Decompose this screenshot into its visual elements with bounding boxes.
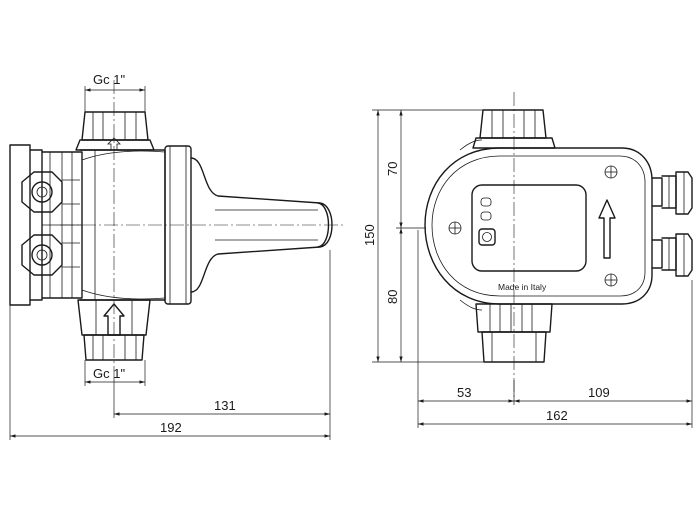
screw-top-left xyxy=(448,221,462,235)
made-in-italy-text: Made in Italy xyxy=(498,282,547,292)
front-top-connector xyxy=(472,109,556,149)
control-panel: Made in Italy xyxy=(471,184,587,292)
dimension-150-label: 150 xyxy=(362,224,377,246)
dimension-162-label: 162 xyxy=(546,408,568,423)
led-status-icon xyxy=(480,211,492,221)
dimension-53-label: 53 xyxy=(457,385,471,400)
screw-top-right xyxy=(604,165,618,179)
dimension-131-label: 131 xyxy=(214,398,236,413)
bottom-connector xyxy=(77,299,151,361)
dimension-109-label: 109 xyxy=(588,385,610,400)
direction-arrow-icon xyxy=(598,199,616,259)
dimension-192: 192 xyxy=(9,305,330,440)
led-power-icon xyxy=(480,197,492,207)
hex-nut-upper xyxy=(21,171,80,213)
hex-nut-lower xyxy=(21,234,80,276)
dimension-80-label: 80 xyxy=(385,290,400,304)
reset-button xyxy=(478,228,496,246)
dimension-80: 80 xyxy=(385,228,403,362)
dimension-70-label: 70 xyxy=(385,162,400,176)
dimension-150: 150 xyxy=(362,109,484,363)
thread-label-bottom: Gc 1" xyxy=(93,366,125,381)
dimension-70: 70 xyxy=(385,110,426,229)
dimension-53: 53 xyxy=(417,230,515,428)
dimension-109: 109 xyxy=(514,280,693,428)
dimension-131: 131 xyxy=(113,250,331,440)
front-view: Made in Italy xyxy=(362,92,693,428)
front-housing xyxy=(424,139,653,311)
thread-label-top: Gc 1" xyxy=(93,72,125,87)
thread-dimension-top: Gc 1" xyxy=(84,72,146,112)
side-view: Gc 1" Gc 1" 131 192 xyxy=(9,72,345,440)
flow-arrow-bottom xyxy=(103,303,125,336)
front-bottom-connector xyxy=(475,303,553,363)
cable-gland-lower xyxy=(651,233,693,277)
dimension-192-label: 192 xyxy=(160,420,182,435)
top-connector xyxy=(75,111,155,151)
cable-gland-upper xyxy=(651,171,693,215)
thread-dimension-bottom: Gc 1" xyxy=(84,360,146,386)
dimension-162: 162 xyxy=(418,408,692,426)
screw-bottom-right xyxy=(604,273,618,287)
